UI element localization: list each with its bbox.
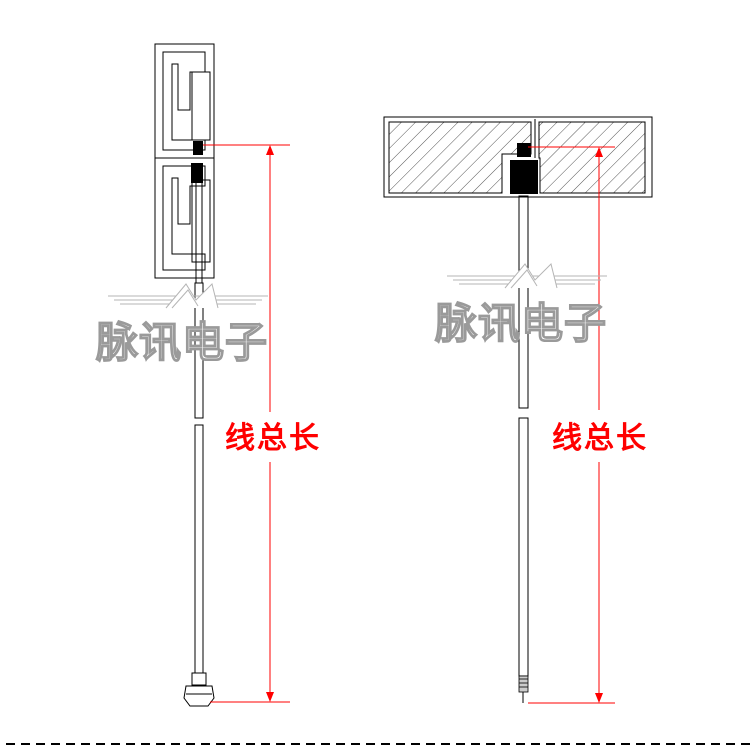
left-dimension [203,144,290,703]
right-hatched-element-left [388,121,532,194]
right-antenna-board [383,116,653,198]
left-antenna-board [154,43,215,279]
right-arrow-bottom [595,693,603,703]
right-dimension-label: 线总长 [552,421,648,456]
right-feed-point [517,143,531,157]
watermark-right-text: 脉讯电子 [435,299,607,348]
watermark-left: 脉讯电子 [95,283,268,368]
left-dimension-label: 线总长 [225,421,321,456]
left-cable [194,182,204,674]
left-arrow-top [266,145,274,155]
left-connector-block [191,163,203,183]
right-connector-block [510,160,538,194]
maixun-m-logo-icon [108,283,268,309]
left-feed-point [193,141,203,155]
right-cable-stripped-end [518,675,529,703]
watermark-left-text: 脉讯电子 [96,318,268,367]
left-arrow-bottom [266,692,274,702]
maixun-m-logo-icon [447,263,607,289]
right-dimension [528,146,615,704]
left-antenna [154,43,215,707]
left-ipex-connector [183,672,215,707]
right-arrow-top [595,147,603,157]
right-hatched-element-right [538,121,646,194]
right-antenna [383,116,653,703]
watermark-right: 脉讯电子 [434,263,607,349]
